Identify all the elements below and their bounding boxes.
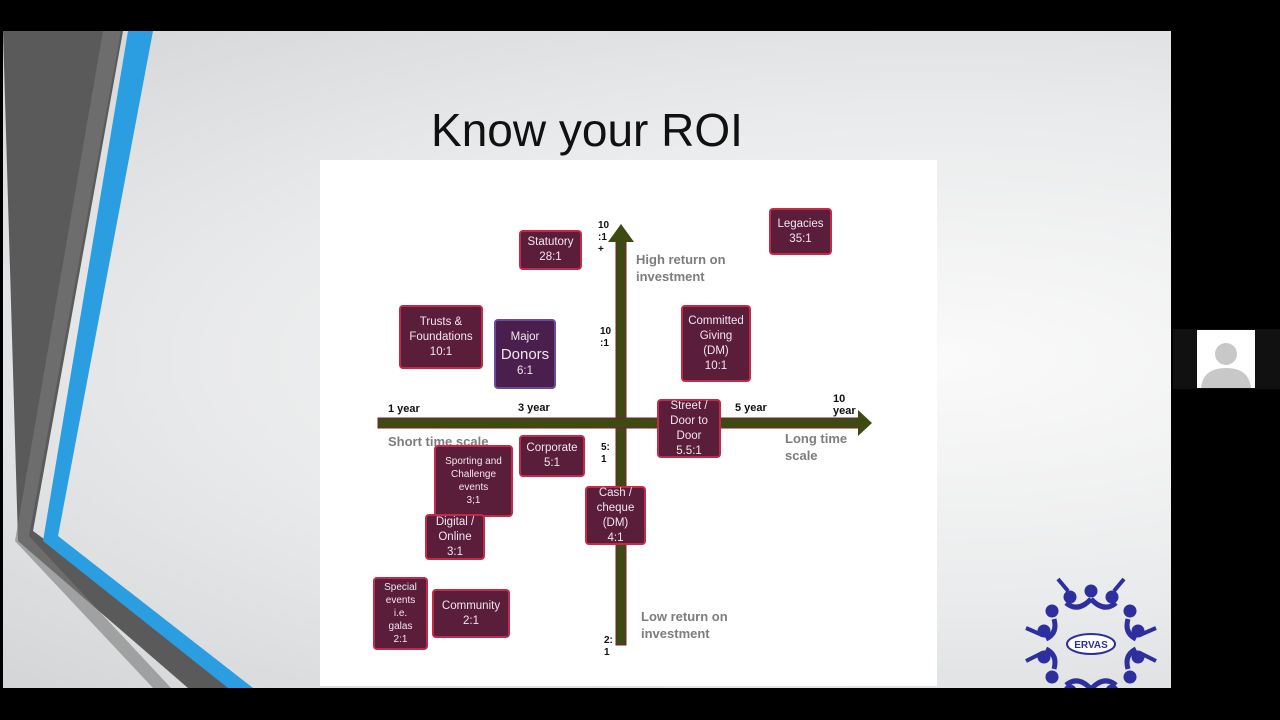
y-tick-upper-mid: 10 :1	[600, 326, 614, 350]
y-tick-bottom: 2: 1	[604, 635, 618, 659]
low-return-label: Low return on investment	[641, 608, 728, 642]
major-ratio: 6:1	[517, 364, 533, 379]
horizontal-axis	[378, 418, 860, 428]
long-time-label: Long time scale	[785, 430, 847, 464]
presentation-slide: Know your ROI 10 :1 + 10 :1 5: 1 2: 1 1 …	[3, 31, 1171, 688]
y-tick-top: 10 :1 +	[598, 220, 612, 256]
box-legacies: Legacies 35:1	[769, 208, 832, 255]
box-street-door-to-door: Street / Door to Door 5.5:1	[657, 399, 721, 458]
slide-title: Know your ROI	[3, 103, 1171, 157]
donors-label: Donors	[501, 345, 549, 364]
box-cash-cheque: Cash / cheque (DM) 4:1	[585, 486, 646, 545]
user-avatar-icon	[1197, 330, 1255, 388]
y-tick-lower-mid: 5: 1	[601, 442, 615, 466]
x-tick-10-year: 10 year	[833, 393, 856, 417]
vertical-axis	[616, 240, 626, 645]
participant-thumbnail[interactable]	[1173, 329, 1280, 389]
x-tick-1-year: 1 year	[388, 403, 420, 415]
roi-diagram: 10 :1 + 10 :1 5: 1 2: 1 1 year 3 year 5 …	[320, 160, 937, 686]
box-special-events: Special events i.e. galas 2:1	[373, 577, 428, 650]
right-arrow-icon	[858, 410, 872, 436]
box-committed-giving: Committed Giving (DM) 10:1	[681, 305, 751, 382]
people-circle-logo-icon: ERVAS	[1018, 573, 1164, 688]
box-community: Community 2:1	[432, 589, 510, 638]
avatar	[1197, 330, 1255, 388]
box-statutory: Statutory 28:1	[519, 230, 582, 270]
box-major-donors: Major Donors 6:1	[494, 319, 556, 389]
major-label: Major	[511, 330, 540, 345]
x-tick-3-year: 3 year	[518, 402, 550, 414]
box-sporting-challenge: Sporting and Challenge events 3;1	[434, 445, 513, 517]
box-corporate: Corporate 5:1	[519, 435, 585, 477]
x-tick-5-year: 5 year	[735, 402, 767, 414]
box-digital-online: Digital / Online 3:1	[425, 514, 485, 560]
logo-text: ERVAS	[1074, 640, 1108, 651]
box-trusts-foundations: Trusts & Foundations 10:1	[399, 305, 483, 369]
high-return-label: High return on investment	[636, 251, 726, 285]
